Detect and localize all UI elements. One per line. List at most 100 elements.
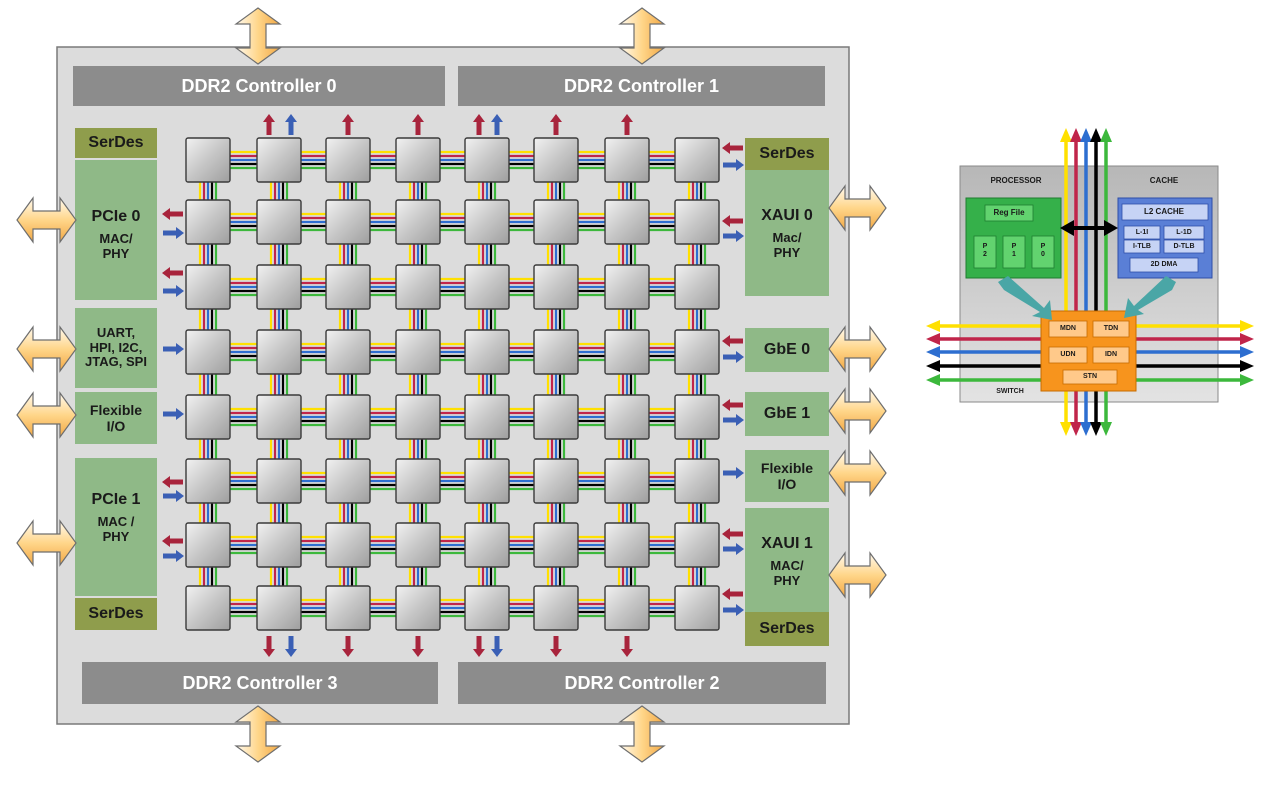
flexible-io-left-line1: Flexible — [89, 401, 143, 418]
pcie1-line2: MAC / — [97, 514, 135, 530]
zoom-bus-arrowhead — [926, 346, 940, 358]
processor-tile — [185, 394, 231, 440]
ddr2-controller-3-label: DDR2 Controller 3 — [182, 672, 338, 693]
right-io-arrow — [828, 449, 887, 497]
pcie1-block: PCIe 1 MAC / PHY — [75, 468, 157, 568]
processor-tile — [533, 137, 579, 183]
tdn-label: TDN — [1103, 324, 1119, 332]
io-arrow-red — [263, 636, 275, 657]
io-arrow-red — [162, 476, 183, 488]
io-arrow-red — [162, 535, 183, 547]
processor-tile — [185, 585, 231, 631]
processor-tile — [674, 394, 720, 440]
zoom-bus-arrowhead — [1240, 346, 1254, 358]
processor-tile — [325, 264, 371, 310]
zoom-bus-arrowhead — [926, 320, 940, 332]
pcie0-line2: MAC/ — [99, 231, 133, 247]
ddr2-controller-2-bar — [458, 662, 826, 704]
switch-network-box — [1092, 320, 1130, 338]
pcie0-title: PCIe 0 — [91, 207, 141, 225]
io-arrow-blue — [491, 636, 503, 657]
processor-tile — [674, 458, 720, 504]
zoom-bus-arrowhead — [1090, 128, 1102, 142]
udn-label: UDN — [1060, 350, 1076, 358]
io-arrow-blue — [491, 114, 503, 135]
io-arrow-blue — [285, 114, 297, 135]
reg-file-label: Reg File — [993, 208, 1025, 218]
pipeline-box — [1031, 235, 1055, 269]
processor-tile — [395, 264, 441, 310]
processor-tile — [674, 264, 720, 310]
flexible-io-right-box — [745, 450, 829, 502]
io-arrow-blue — [723, 414, 744, 426]
xaui0-box — [745, 170, 829, 296]
processor-tile — [256, 585, 302, 631]
io-arrow-blue — [163, 408, 184, 420]
io-arrow-red — [342, 636, 354, 657]
processor-tile — [185, 264, 231, 310]
processor-tile — [325, 329, 371, 375]
processor-tile — [533, 199, 579, 245]
processor-tile — [185, 522, 231, 568]
io-arrow-blue — [723, 604, 744, 616]
serdes-left-bottom-box — [75, 598, 157, 630]
processor-tile — [604, 264, 650, 310]
processor-tile — [185, 137, 231, 183]
pcie1-title: PCIe 1 — [91, 490, 141, 508]
p1-line1: P — [1011, 242, 1017, 250]
zoom-bus-arrowhead — [1240, 333, 1254, 345]
p2-line1: P — [982, 242, 988, 250]
right-io-arrow — [828, 325, 887, 373]
pcie0-line3: PHY — [102, 246, 130, 262]
io-arrow-red — [722, 142, 743, 154]
zoom-bus-arrowhead — [926, 360, 940, 372]
zoom-bus-arrowhead — [1240, 360, 1254, 372]
processor-tile — [464, 394, 510, 440]
serdes-left-bottom-label: SerDes — [88, 604, 144, 622]
processor-tile — [464, 329, 510, 375]
processor-tile — [674, 137, 720, 183]
zoom-bus-arrowhead — [1240, 320, 1254, 332]
io-arrow-red — [722, 588, 743, 600]
processor-tile — [674, 329, 720, 375]
io-arrow-blue — [163, 550, 184, 562]
xaui1-line2: MAC/ — [770, 558, 804, 574]
zoom-bus-arrowhead — [1080, 422, 1092, 436]
processor-tile — [674, 585, 720, 631]
switch-label: SWITCH — [996, 387, 1024, 395]
l2-cache-label: L2 CACHE — [1143, 207, 1184, 217]
left-io-arrow — [16, 196, 77, 244]
proc-cache-arrowhead — [1104, 220, 1118, 236]
processor-label: PROCESSOR — [990, 176, 1042, 186]
processor-tile — [464, 585, 510, 631]
left-io-arrow — [16, 391, 77, 439]
ddr2-controller-0-label: DDR2 Controller 0 — [181, 75, 337, 96]
left-io-arrow — [16, 325, 77, 373]
processor-tile — [256, 394, 302, 440]
serdes-right-bottom-box — [745, 612, 829, 646]
gbe1-label: GbE 1 — [763, 404, 811, 422]
io-arrow-blue — [723, 230, 744, 242]
right-io-arrow — [828, 551, 887, 599]
uart-line3: JTAG, SPI — [85, 354, 147, 370]
pcie0-block: PCIe 0 MAC/ PHY — [75, 190, 157, 280]
right-io-arrow — [828, 387, 887, 435]
processor-tile — [604, 199, 650, 245]
stn-box — [1062, 369, 1118, 385]
p2-line2: 2 — [983, 251, 987, 258]
p0-line1: P — [1040, 242, 1046, 250]
ddr-io-arrow — [618, 705, 666, 763]
processor-tile — [325, 522, 371, 568]
processor-tile — [256, 458, 302, 504]
p0-label: P 0 — [1032, 236, 1054, 266]
serdes-right-bottom-label: SerDes — [759, 619, 815, 637]
ddr2-controller-0-bar — [73, 66, 445, 106]
io-arrow-red — [412, 114, 424, 135]
proc-cache-arrowhead — [1060, 220, 1074, 236]
processor-tile — [533, 522, 579, 568]
zoom-bus-arrowhead — [1070, 422, 1082, 436]
switch-network-box — [1048, 320, 1088, 338]
ddr-io-arrow — [618, 7, 666, 65]
processor-tile — [185, 458, 231, 504]
